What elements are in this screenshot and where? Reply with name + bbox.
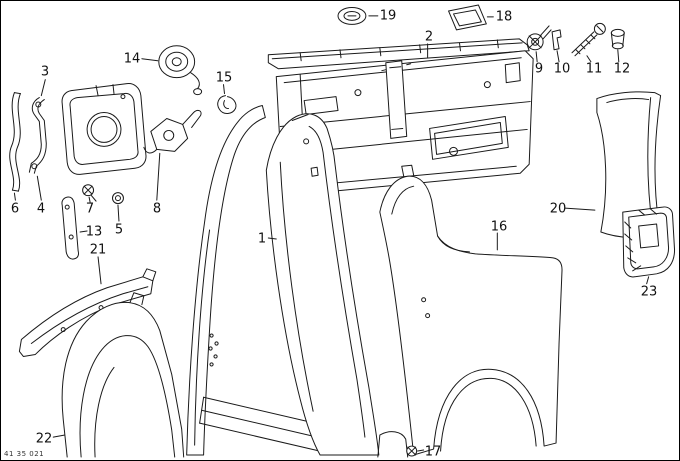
part-label-11: 11 [585,61,603,77]
part-label-1: 1 [257,231,267,247]
drawing-code: 41 35 021 [4,450,45,458]
screw-part-7 [82,184,97,202]
part-label-3: 3 [40,64,50,80]
side-panel-section-part [596,91,662,239]
clip-part [217,95,237,115]
part-label-8: 8 [152,201,162,217]
part-label-12: 12 [613,61,631,77]
fuel-cap-part [158,45,203,96]
grommet-part [337,6,367,25]
seal-part [9,92,21,192]
part-label-10: 10 [553,61,571,77]
part-label-5: 5 [114,222,124,238]
strip-part [61,196,79,260]
leader-lines [13,15,650,452]
latch-part [143,109,202,154]
mud-guard-part [622,206,676,278]
part-label-16: 16 [490,219,508,235]
part-label-6: 6 [10,201,20,217]
part-label-13: 13 [85,224,103,240]
part-label-19: 19 [379,8,397,24]
part-label-21: 21 [89,242,107,258]
part-label-2: 2 [424,29,434,45]
part-label-14: 14 [123,51,141,67]
cover-plate-part [448,4,487,31]
part-label-23: 23 [640,284,658,300]
screw-part-17 [406,445,418,457]
quarter-inner-pillar-part [265,113,380,456]
inner-sill-part [18,268,157,357]
part-label-4: 4 [36,201,46,217]
quarter-panel-part [377,164,563,458]
part-label-7: 7 [85,201,95,217]
hinge-bracket-part [28,97,47,174]
nut-part-5 [111,192,124,205]
fastener-parts [526,22,625,57]
part-label-18: 18 [495,9,513,25]
wheelhouse-inner-part [61,292,185,458]
fuel-filler-housing-part [61,83,147,175]
part-label-15: 15 [215,70,233,86]
part-label-22: 22 [35,431,53,447]
part-label-9: 9 [534,61,544,77]
part-label-20: 20 [549,201,567,217]
part-label-17: 17 [424,444,442,460]
